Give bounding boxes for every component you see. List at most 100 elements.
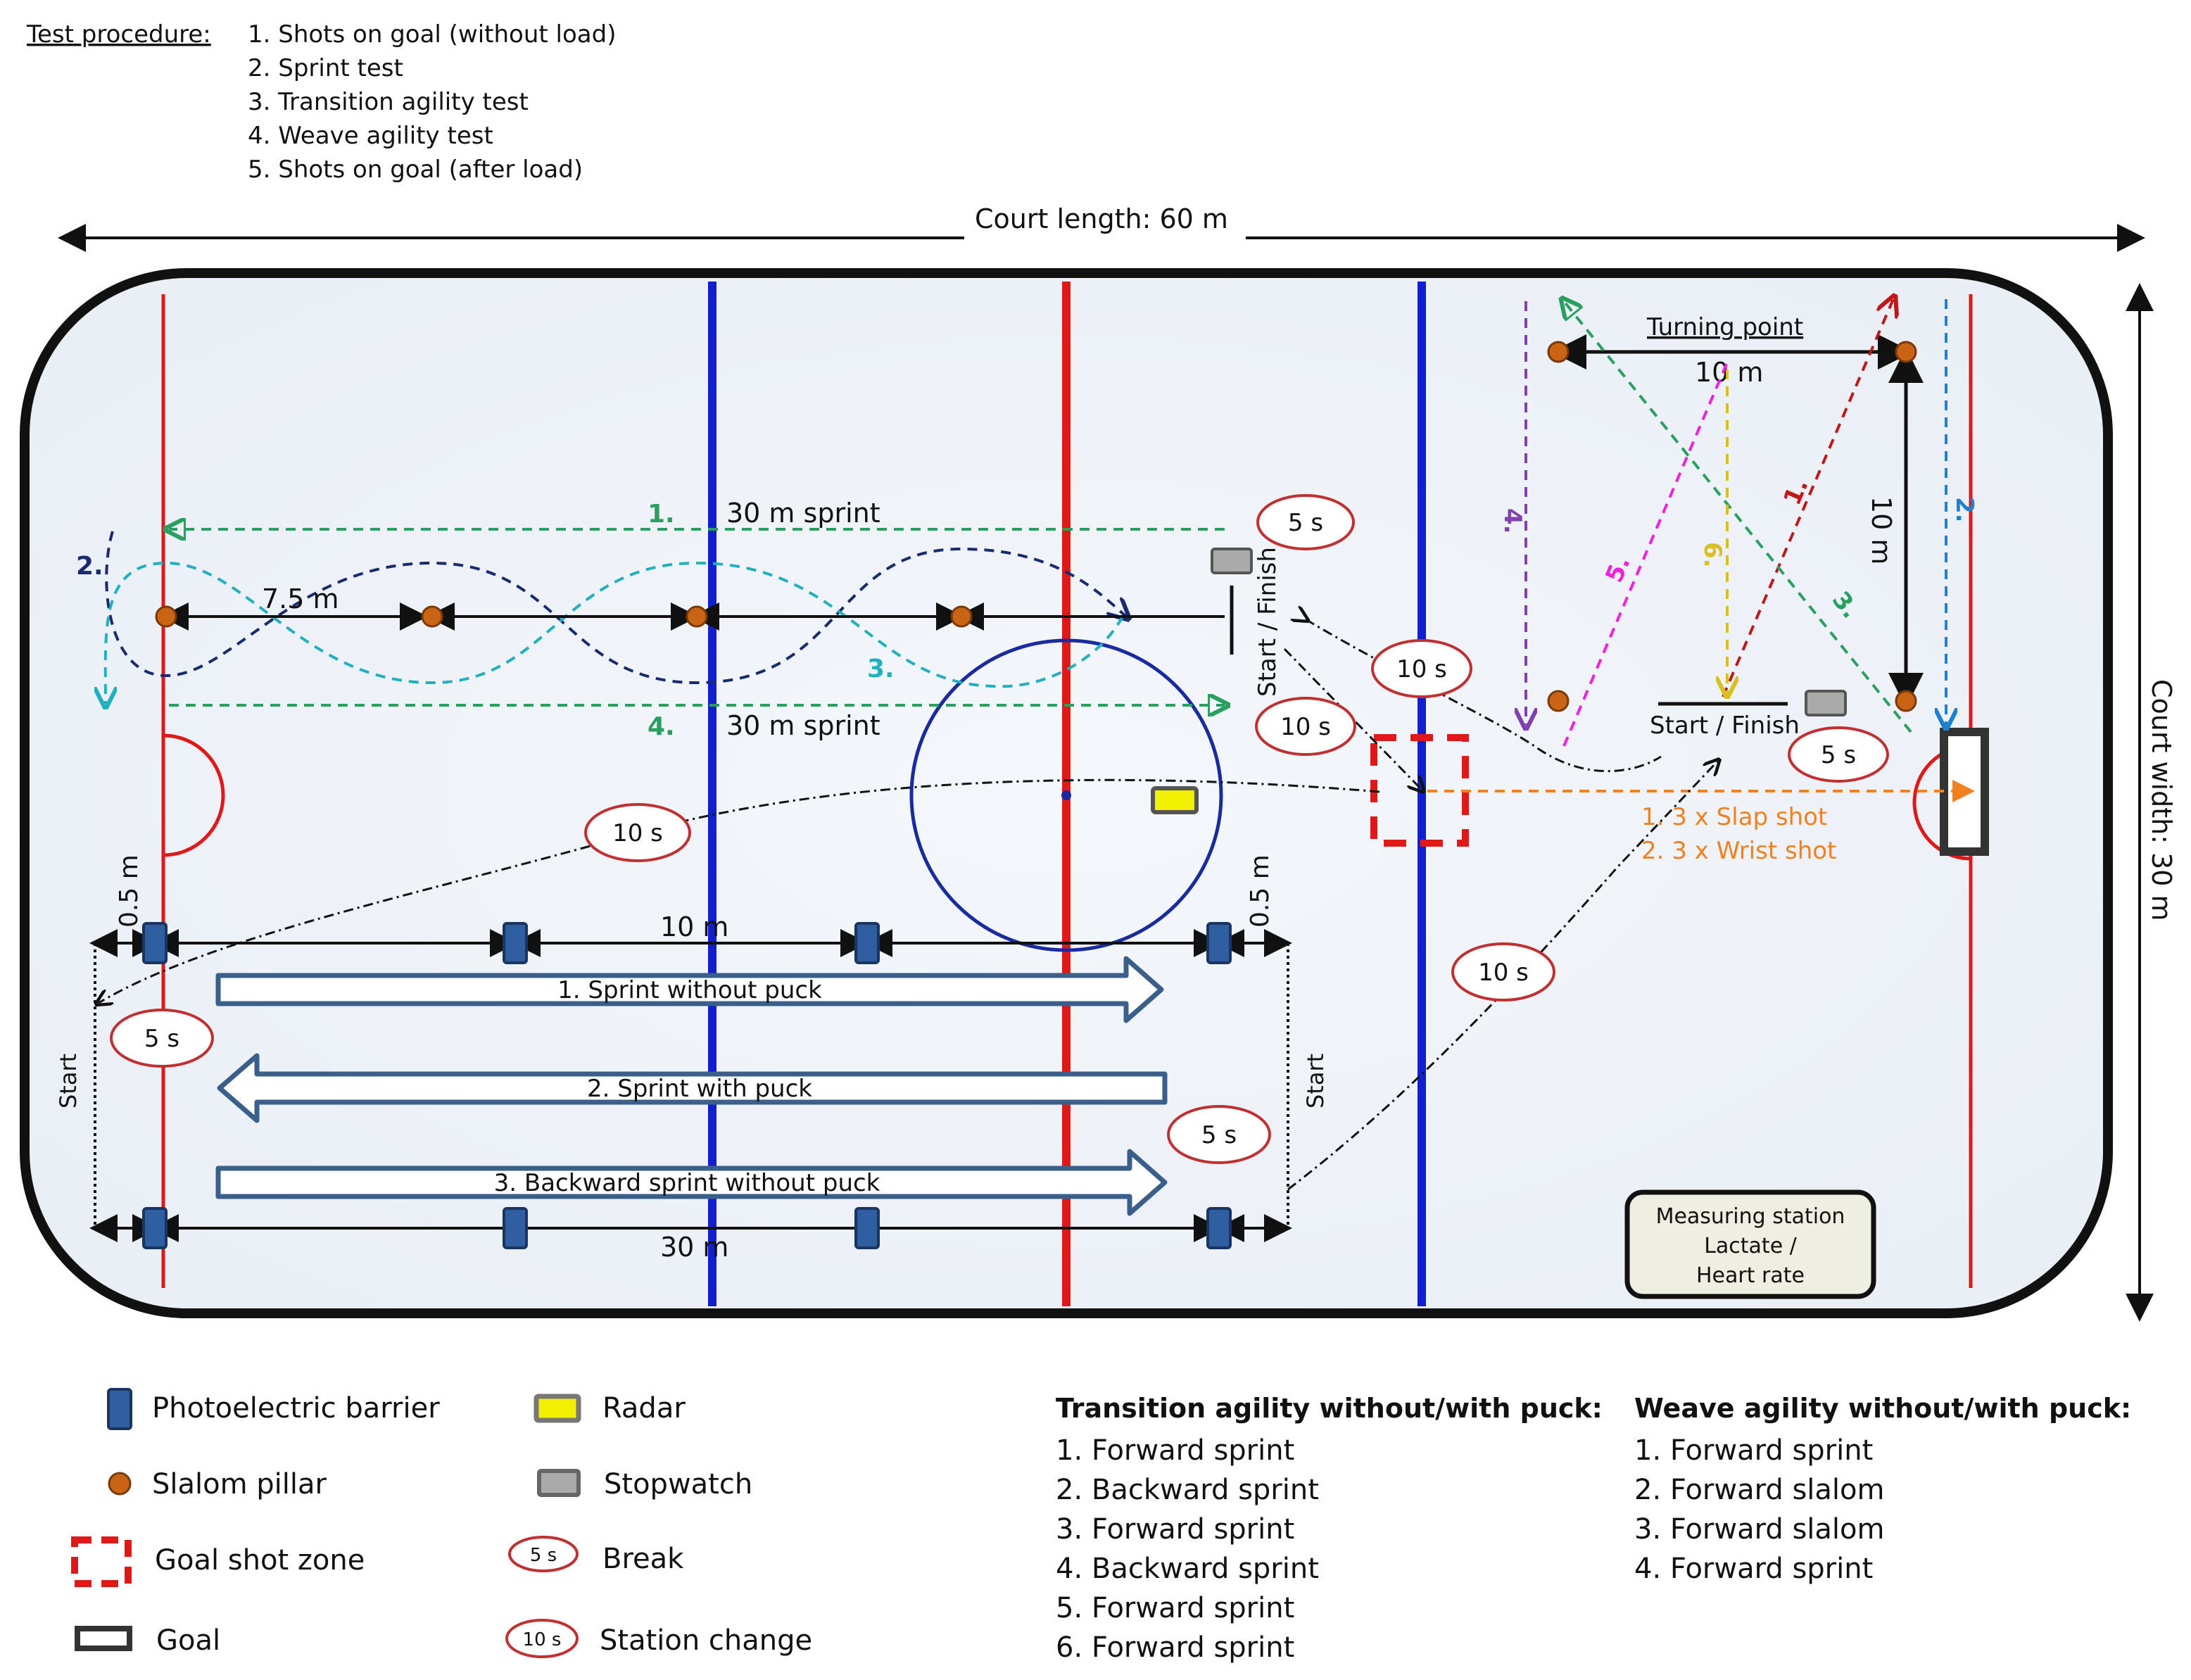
radar-icon	[1151, 786, 1199, 814]
procedure-item: 4. Weave agility test	[248, 122, 493, 150]
goal-shot-zone-icon	[71, 1536, 132, 1587]
goal-icon	[75, 1626, 132, 1651]
slalom-pillar	[1895, 341, 1917, 363]
photoelectric-barrier	[142, 1207, 168, 1249]
transition-list-item: 2. Backward sprint	[1056, 1474, 1319, 1506]
legend-station-change-label: Station change	[600, 1624, 812, 1657]
station-change-badge	[1451, 942, 1555, 1002]
transition-list-item: 3. Forward sprint	[1056, 1513, 1294, 1546]
timer-label: 10 s	[1280, 713, 1331, 741]
legend-stopwatch-label: Stopwatch	[604, 1468, 752, 1501]
procedure-list: 1. Shots on goal (without load) 2. Sprin…	[248, 20, 616, 184]
timer-label: 5 s	[1288, 509, 1323, 537]
procedure-item: 2. Sprint test	[248, 54, 403, 82]
station-change-icon	[505, 1619, 579, 1658]
timer-label: 5 s	[1201, 1121, 1237, 1149]
slalom-pillar	[421, 605, 443, 628]
procedure-label: Test procedure:	[26, 20, 211, 49]
measuring-station-line3: Heart rate	[1696, 1263, 1805, 1288]
procedure-item: 3. Transition agility test	[248, 88, 529, 116]
sprint-arrow-1[interactable]	[215, 956, 1164, 1023]
weave-list-item: 4. Forward sprint	[1634, 1553, 1873, 1585]
transition-width-label: 10 m	[1695, 357, 1763, 388]
transition-num-4: 4.	[1498, 508, 1527, 534]
sprint-start-right: Start	[1302, 1054, 1329, 1109]
sprint-arrow-3-label: 3. Backward sprint without puck	[494, 1169, 880, 1197]
photoelectric-barrier-icon	[107, 1388, 132, 1430]
legend-station-icon-label: 10 s	[523, 1629, 562, 1650]
sprint-start-left: Start	[55, 1054, 82, 1109]
transition-start-finish: Start / Finish	[1650, 712, 1800, 740]
legend-pillar-label: Slalom pillar	[152, 1468, 327, 1501]
legend-break-label: Break	[602, 1543, 684, 1575]
transition-num-2: 2.	[1950, 497, 1978, 523]
measuring-station-line1: Measuring station	[1656, 1204, 1845, 1229]
weave-num-2: 2.	[76, 552, 103, 581]
sprint-arrow-3[interactable]	[215, 1149, 1168, 1216]
weave-num-3: 3.	[867, 655, 895, 683]
timer-label: 10 s	[1478, 959, 1529, 987]
slalom-pillar	[155, 605, 177, 628]
sprint-arrow-2-label: 2. Sprint with puck	[587, 1075, 812, 1103]
timer-label: 5 s	[144, 1025, 179, 1053]
legend-goal-label: Goal	[156, 1624, 220, 1657]
legend-break-icon-label: 5 s	[530, 1545, 557, 1566]
break-icon	[508, 1536, 579, 1572]
shots-line-2: 2. 3 x Wrist shot	[1641, 837, 1836, 865]
transition-list-item: 4. Backward sprint	[1056, 1553, 1319, 1585]
center-dot	[1061, 790, 1071, 800]
transition-num-6: 6.	[1698, 542, 1726, 568]
photoelectric-barrier	[854, 922, 880, 964]
radar-icon	[533, 1394, 581, 1423]
transition-list-item: 1. Forward sprint	[1056, 1434, 1294, 1467]
photoelectric-barrier	[142, 922, 168, 964]
legend: Photoelectric barrier Slalom pillar Goal…	[71, 1388, 2131, 1664]
break-badge	[1167, 1105, 1271, 1164]
slalom-pillar	[686, 605, 708, 628]
weave-num-1: 1.	[648, 500, 675, 529]
sprint-course: 10 m 30 m 0.5 m 0.5 m Start Start 1. Spr…	[55, 854, 1329, 1263]
weave-course: 1. 30 m sprint 4. 30 m sprint 2. 3. 7.5 …	[76, 498, 1282, 741]
break-badge	[1788, 726, 1889, 783]
legend-photo-label: Photoelectric barrier	[152, 1392, 440, 1425]
photoelectric-barrier	[1206, 922, 1232, 964]
legend-zone-label: Goal shot zone	[155, 1544, 365, 1577]
break-badge	[110, 1009, 214, 1068]
weave-sprint-bottom-label: 30 m sprint	[726, 710, 880, 741]
weave-list-item: 2. Forward slalom	[1634, 1474, 1884, 1506]
photoelectric-barrier	[854, 1207, 880, 1249]
stopwatch-icon	[1805, 690, 1847, 716]
slalom-pillar-icon	[108, 1472, 132, 1496]
weave-list-title: Weave agility without/with puck:	[1634, 1393, 2131, 1424]
weave-num-4: 4.	[648, 712, 675, 741]
measuring-station: Measuring station Lactate / Heart rate	[1624, 1189, 1876, 1299]
photoelectric-barrier	[503, 922, 528, 964]
transition-height-label: 10 m	[1866, 496, 1897, 564]
crease-left	[163, 733, 225, 857]
sprint-offset-right: 0.5 m	[1246, 854, 1275, 928]
shots-line-1: 1. 3 x Slap shot	[1641, 803, 1827, 831]
court-length-label: Court length: 60 m	[975, 203, 1228, 234]
station-change-badge	[584, 803, 691, 862]
sprint-total-label: 30 m	[660, 1232, 728, 1263]
weave-sprint-top-label: 30 m sprint	[726, 498, 880, 529]
procedure-item: 5. Shots on goal (after load)	[248, 156, 583, 184]
slalom-pillar	[1547, 341, 1570, 363]
transition-list-item: 5. Forward sprint	[1056, 1592, 1294, 1624]
break-badge	[1256, 494, 1355, 550]
slalom-pillar	[950, 605, 973, 628]
weave-start-finish: Start / Finish	[1254, 547, 1282, 697]
sprint-arrow-2[interactable]	[217, 1053, 1168, 1123]
goal	[1940, 728, 1989, 856]
measuring-station-line2: Lactate /	[1704, 1234, 1797, 1258]
weave-list-item: 3. Forward slalom	[1634, 1513, 1884, 1546]
stopwatch-icon	[537, 1469, 581, 1497]
timer-label: 10 s	[1396, 655, 1447, 683]
slalom-pillar	[1895, 690, 1917, 712]
slalom-pillar	[1547, 690, 1570, 712]
transition-list-item: 6. Forward sprint	[1056, 1631, 1294, 1664]
sprint-spacing-label: 10 m	[660, 911, 728, 942]
photoelectric-barrier	[1206, 1207, 1232, 1249]
